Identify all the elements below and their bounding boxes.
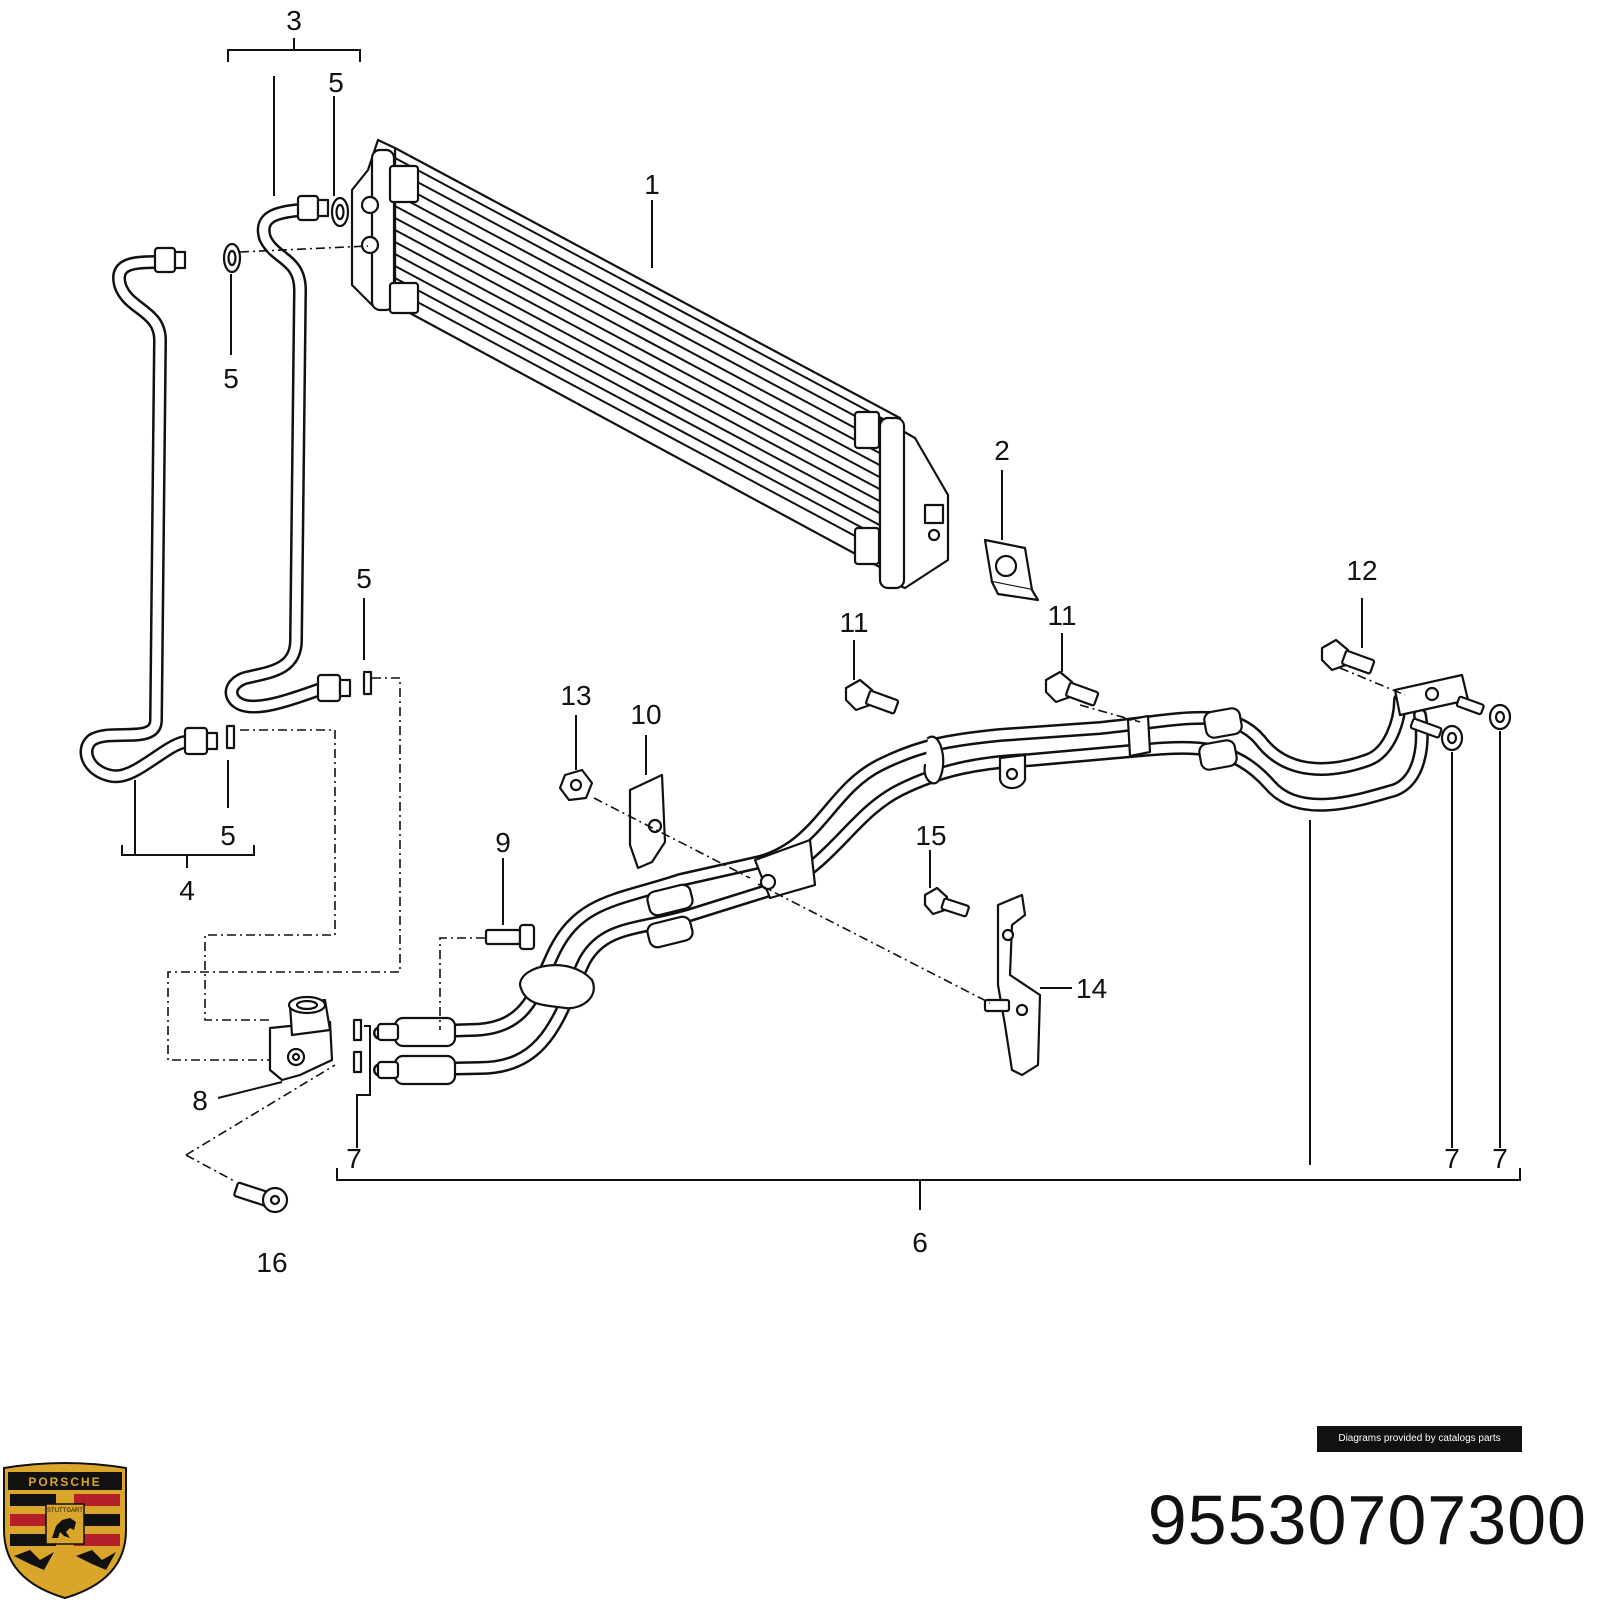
callout-9: 9 [495,827,511,858]
crest-brand-text: PORSCHE [28,1475,101,1489]
callout-8: 8 [192,1085,208,1116]
seal-7b [352,1050,363,1074]
sealing-ring-lower [222,242,242,274]
callout-7-mid: 7 [1444,1143,1460,1174]
callout-16: 16 [256,1247,287,1278]
callout-12: 12 [1346,555,1377,586]
pipe-4 [79,246,219,784]
callout-7-adapter: 7 [346,1143,362,1174]
callout-labels: 3 5 1 5 2 12 5 11 11 13 10 5 15 9 4 14 8… [179,5,1508,1278]
crest-city-text: STUTTGART [47,1508,83,1514]
seal-7a [352,1018,363,1042]
bolt-15 [923,886,1011,1013]
callout-5-right: 5 [356,563,372,594]
sealing-ring-upper [330,196,350,228]
bolt-16 [233,1181,289,1214]
part-number: 95530707300 [1147,1481,1587,1559]
callout-5-lower: 5 [220,820,236,851]
callout-5-top: 5 [328,67,344,98]
pipe-3 [224,194,352,714]
stud-bolt [1409,695,1485,739]
bolt-12 [1320,638,1376,675]
bolt-9 [484,923,536,951]
bracket-14 [996,893,1042,1077]
callout-14: 14 [1076,973,1107,1004]
oil-line-assembly [373,673,1470,1086]
callout-10: 10 [630,699,661,730]
callout-4: 4 [179,875,195,906]
bolt-11-right [1044,670,1100,707]
washer-7-right [1488,703,1512,731]
callout-11-left: 11 [839,607,868,638]
callout-11-right: 11 [1047,600,1076,631]
callout-7-right: 7 [1492,1143,1508,1174]
adapter-block [268,995,334,1082]
callout-15: 15 [915,820,946,851]
washer-7-left [1440,724,1464,752]
sealing-ring-mid [362,670,373,696]
nut-13 [558,768,594,802]
sealing-ring-bottom [225,724,236,750]
oil-cooler [350,138,950,590]
callout-5-ring: 5 [223,363,239,394]
callout-3: 3 [286,5,302,36]
callout-13: 13 [560,680,591,711]
bolt-11-left [844,678,900,715]
callout-2: 2 [994,435,1010,466]
callout-1: 1 [644,169,660,200]
bracket-10 [628,773,667,870]
assembly-lines [167,245,1406,1183]
callout-6: 6 [912,1227,928,1258]
leader-lines [121,38,1521,1210]
porsche-crest-logo: PORSCHE STUTTGART [3,1462,127,1600]
clip-nut [983,538,1040,602]
diagram-credit: Diagrams provided by catalogs parts [1317,1426,1522,1452]
